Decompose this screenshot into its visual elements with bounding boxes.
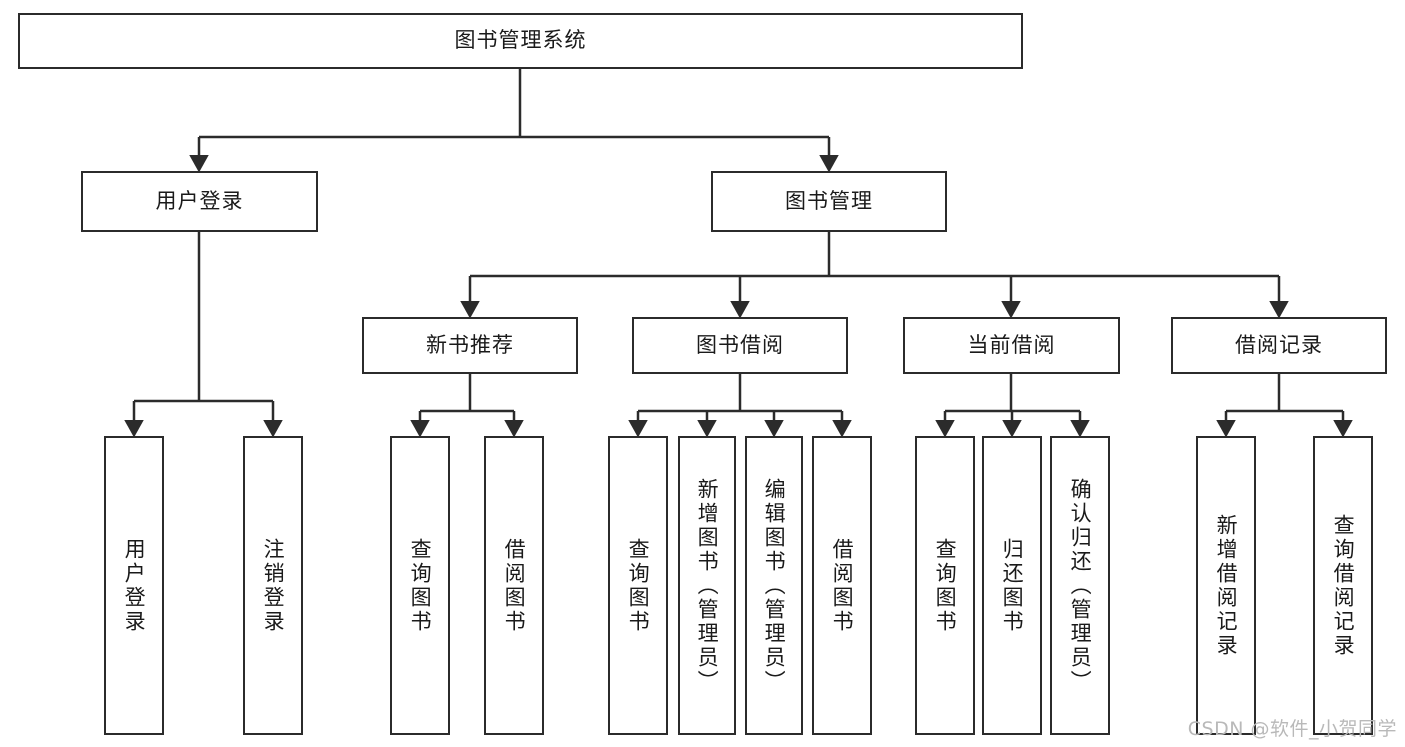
leaf-query-book-borrow[interactable]: 查询图书 xyxy=(608,436,668,735)
node-user-login[interactable]: 用户登录 xyxy=(81,171,318,232)
node-current-borrow[interactable]: 当前借阅 xyxy=(903,317,1120,374)
leaf-return-book[interactable]: 归还图书 xyxy=(982,436,1042,735)
leaf-query-book-recommend[interactable]: 查询图书 xyxy=(390,436,450,735)
node-new-book-recommend[interactable]: 新书推荐 xyxy=(362,317,578,374)
node-book-manage[interactable]: 图书管理 xyxy=(711,171,947,232)
leaf-edit-book-admin[interactable]: 编辑图书（管理员） xyxy=(745,436,803,735)
leaf-query-book-current[interactable]: 查询图书 xyxy=(915,436,975,735)
leaf-user-login[interactable]: 用户登录 xyxy=(104,436,164,735)
leaf-borrow-book-recommend[interactable]: 借阅图书 xyxy=(484,436,544,735)
node-borrow-record[interactable]: 借阅记录 xyxy=(1171,317,1387,374)
leaf-query-borrow-record[interactable]: 查询借阅记录 xyxy=(1313,436,1373,735)
leaf-add-borrow-record[interactable]: 新增借阅记录 xyxy=(1196,436,1256,735)
leaf-borrow-book[interactable]: 借阅图书 xyxy=(812,436,872,735)
leaf-logout-login[interactable]: 注销登录 xyxy=(243,436,303,735)
leaf-confirm-return-admin[interactable]: 确认归还（管理员） xyxy=(1050,436,1110,735)
node-book-borrow[interactable]: 图书借阅 xyxy=(632,317,848,374)
csdn-watermark: CSDN @软件_小贺同学 xyxy=(1187,718,1397,740)
node-root[interactable]: 图书管理系统 xyxy=(18,13,1023,69)
leaf-add-book-admin[interactable]: 新增图书（管理员） xyxy=(678,436,736,735)
